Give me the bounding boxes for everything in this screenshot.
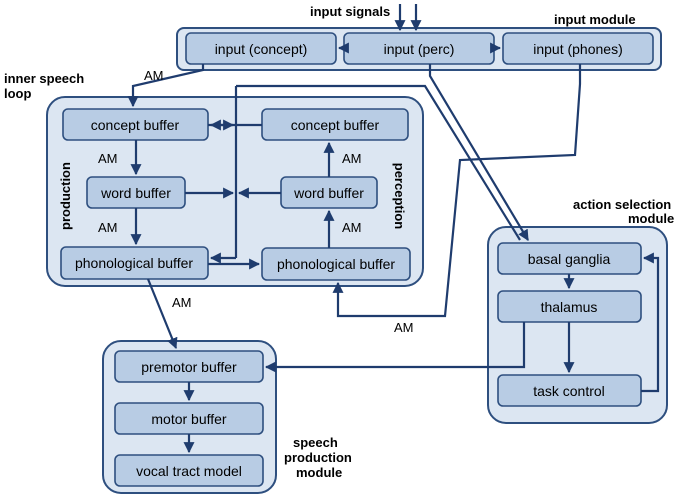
basal-ganglia-label: basal ganglia bbox=[528, 251, 611, 267]
speech-production-label-line1: speech bbox=[293, 435, 338, 450]
edge-central-top bbox=[236, 84, 521, 241]
am-label-concept-word: AM bbox=[98, 151, 118, 166]
edge-phones-to-perc-phon bbox=[332, 64, 582, 318]
action-selection-label-line2: module bbox=[628, 211, 674, 226]
edge-task-control-to-basal-ganglia bbox=[641, 252, 660, 393]
input-phones-box bbox=[502, 32, 654, 65]
production-label: production bbox=[58, 162, 73, 230]
action-selection-module bbox=[487, 226, 668, 424]
am-label-phon-premotor: AM bbox=[172, 295, 192, 310]
edge-input-concept-to-concept-buffer bbox=[127, 64, 205, 108]
speech-production-label-line3: module bbox=[296, 465, 342, 480]
perception-phonological-buffer-box bbox=[261, 247, 411, 281]
motor-buffer-label: motor buffer bbox=[151, 411, 227, 427]
edge-thalamus-to-premotor bbox=[264, 322, 526, 373]
vocal-tract-model-label: vocal tract model bbox=[136, 463, 242, 479]
inner-speech-label-line2: loop bbox=[4, 86, 31, 101]
input-module-label: input module bbox=[554, 12, 636, 27]
action-selection-label-line1: action selection bbox=[573, 197, 671, 212]
vocal-tract-model-box bbox=[114, 454, 264, 487]
thalamus-label: thalamus bbox=[541, 299, 598, 315]
edges bbox=[127, 4, 660, 454]
edge-phon-to-premotor bbox=[146, 278, 178, 350]
input-signals-label: input signals bbox=[310, 4, 390, 19]
task-control-label: task control bbox=[533, 383, 605, 399]
input-concept-label: input (concept) bbox=[215, 41, 308, 57]
premotor-buffer-label: premotor buffer bbox=[141, 359, 237, 375]
production-phonological-buffer-label: phonological buffer bbox=[75, 255, 193, 271]
perception-phonological-buffer-label: phonological buffer bbox=[277, 256, 395, 272]
am-label-word-phon: AM bbox=[98, 220, 118, 235]
input-phones-label: input (phones) bbox=[533, 41, 623, 57]
input-concept-box bbox=[185, 32, 337, 65]
perception-label: perception bbox=[392, 163, 407, 230]
am-label-perc-word-concept: AM bbox=[342, 151, 362, 166]
production-word-buffer-label: word buffer bbox=[100, 185, 171, 201]
speech-production-label-line2: production bbox=[284, 450, 352, 465]
am-label-input-concept: AM bbox=[144, 68, 164, 83]
perception-word-buffer-label: word buffer bbox=[293, 185, 364, 201]
inner-speech-label-line1: inner speech bbox=[4, 71, 84, 86]
edge-input-perc-to-basal-ganglia bbox=[428, 64, 529, 241]
am-label-phones-perc-phon: AM bbox=[394, 320, 414, 335]
am-label-perc-phon-word: AM bbox=[342, 220, 362, 235]
perception-concept-buffer-label: concept buffer bbox=[291, 117, 380, 133]
production-concept-buffer-label: concept buffer bbox=[91, 117, 180, 133]
input-perc-label: input (perc) bbox=[384, 41, 455, 57]
